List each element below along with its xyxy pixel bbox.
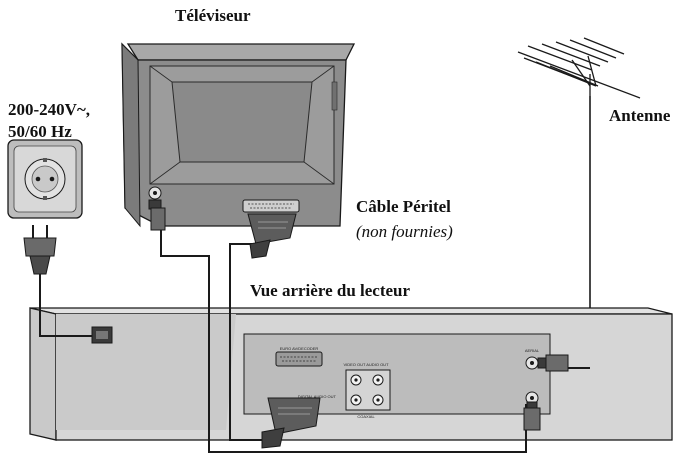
rf-coax-cable	[160, 228, 527, 453]
player-scart-upper	[275, 351, 323, 367]
digital-audio-out-label: DIGITAL AUDIO OUT	[298, 394, 337, 399]
tv-back-panel-inner	[171, 81, 313, 163]
rf-out-plug	[523, 401, 541, 431]
player-top-face	[29, 307, 673, 315]
rear-view-label: Vue arrière du lecteur	[250, 281, 411, 300]
tv-scart-socket	[242, 199, 300, 213]
dvd-player: EURO AV/DECODER VIDEO OUT AUDIO OUT DIGI…	[29, 307, 673, 441]
tv-scart-plug	[247, 213, 297, 259]
wall-socket	[7, 139, 83, 219]
player-scart-plug	[261, 397, 321, 449]
scart-panel-label: EURO AV/DECODER	[280, 346, 319, 351]
antenna-label: Antenne	[609, 106, 671, 125]
tv-aerial-plug	[148, 199, 166, 231]
tv-vent	[331, 81, 338, 111]
coaxial-label: COAXIAL	[357, 414, 375, 419]
rf-in-label: AERIAL	[525, 348, 540, 353]
power-label-line1: 200-240V~,	[8, 100, 91, 119]
power-label-line2: 50/60 Hz	[8, 122, 72, 141]
scart-cable-label: Câble Péritel	[356, 197, 451, 216]
antenna-plug	[537, 354, 569, 372]
tv-label: Téléviseur	[175, 6, 251, 25]
tv-top-face	[126, 43, 356, 61]
power-cable	[39, 274, 92, 337]
player-rear-face	[29, 307, 57, 441]
television	[121, 42, 356, 228]
power-plug	[23, 225, 57, 275]
scart-cable	[229, 243, 262, 441]
video-audio-out-label: VIDEO OUT AUDIO OUT	[343, 362, 389, 367]
tv-side-face	[121, 42, 141, 228]
cables	[39, 228, 590, 453]
scart-cable-note: (non fournies)	[356, 222, 453, 241]
